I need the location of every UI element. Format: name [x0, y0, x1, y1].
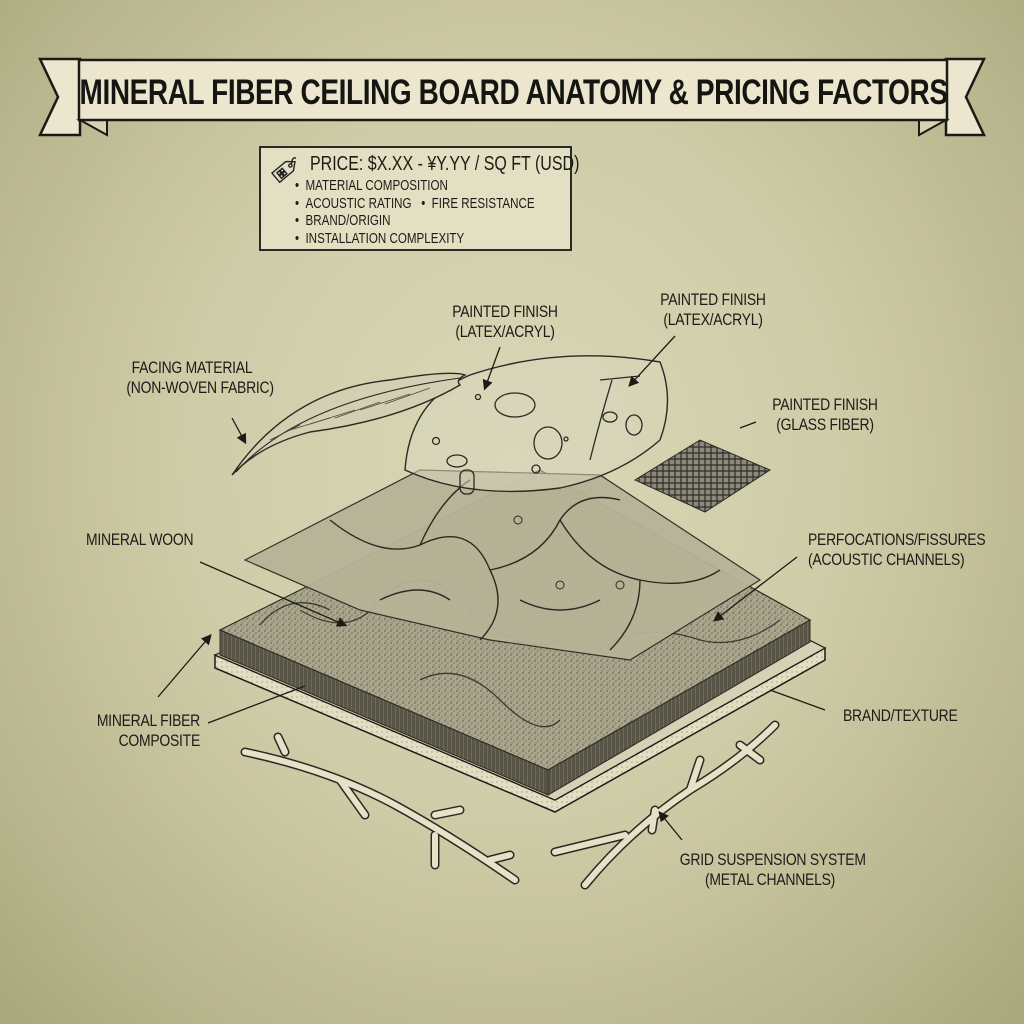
label-painted-finish-latex-1: PAINTED FINISH (LATEX/ACRYL)	[452, 302, 558, 341]
leader-lines	[157, 335, 826, 841]
title-banner-ribbon	[38, 57, 986, 137]
pricing-factors-list: •MATERIAL COMPOSITION •ACOUSTIC RATING•F…	[295, 178, 594, 248]
list-item: •MATERIAL COMPOSITION	[295, 178, 448, 194]
price-tag-icon	[270, 157, 297, 184]
label-painted-finish-latex-2: PAINTED FINISH (LATEX/ACRYL)	[660, 290, 766, 329]
price-range-heading: PRICE: $X.XX - ¥Y.YY / SQ FT (USD)	[310, 153, 580, 175]
label-brand-texture: BRAND/TEXTURE	[843, 706, 958, 725]
label-mineral-wool: MINERAL WOON	[86, 530, 194, 549]
page-title: MINERAL FIBER CEILING BOARD ANATOMY & PR…	[79, 73, 949, 112]
glass-fiber-mesh	[633, 439, 772, 513]
label-facing-material: FACING MATERIAL (NON-WOVEN FABRIC)	[126, 358, 274, 397]
grid-suspension-channels-inner	[242, 722, 778, 888]
list-item: •BRAND/ORIGIN	[295, 213, 391, 229]
label-perforations-fissures: PERFOCATIONS/FISSURES (ACOUSTIC CHANNELS…	[808, 530, 986, 569]
list-item: •ACOUSTIC RATING•FIRE RESISTANCE	[295, 195, 535, 212]
painted-finish-layer	[404, 355, 669, 495]
list-item: •INSTALLATION COMPLEXITY	[295, 230, 465, 247]
price-info-box: PRICE: $X.XX - ¥Y.YY / SQ FT (USD) •MATE…	[259, 146, 579, 251]
label-mineral-fiber-composite: MINERAL FIBER COMPOSITE	[96, 711, 200, 750]
label-grid-suspension-system: GRID SUSPENSION SYSTEM (METAL CHANNELS)	[679, 850, 866, 889]
facing-material-leaf	[231, 372, 467, 476]
label-painted-finish-glass-fiber: PAINTED FINISH (GLASS FIBER)	[772, 395, 878, 434]
